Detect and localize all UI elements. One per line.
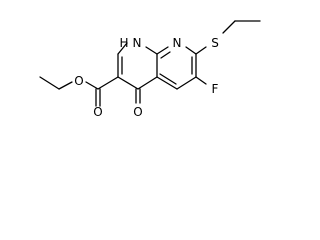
bond-c4-c4a — [137, 76, 158, 90]
left-ring-bonds — [117, 42, 158, 90]
bond-ch2-ch3 — [39, 76, 60, 90]
bond-c7-s — [195, 46, 207, 55]
bond-c8a-n8 — [156, 46, 169, 55]
atom-s: S — [211, 36, 219, 50]
bond-c3-cester — [97, 76, 119, 90]
atom-o-carbonyl: O — [93, 105, 102, 119]
right-ring-bonds — [156, 46, 197, 90]
bond-c6-c5 — [176, 76, 197, 90]
bond-n8-c7 — [185, 46, 197, 55]
atom-f: F — [212, 82, 219, 96]
bond-c5-c4a — [156, 76, 178, 90]
bond-oester-ch2 — [58, 81, 73, 90]
ethylthio-bonds — [195, 20, 261, 55]
bond-c8a-n1 — [145, 46, 158, 55]
chemical-structure: H N N S F O O O — [39, 20, 261, 119]
bond-c6-f — [195, 76, 207, 85]
bond-c2-n1 — [117, 42, 128, 55]
atom-o-ketone: O — [133, 105, 142, 119]
ketone-bonds — [135, 88, 141, 104]
bond-c5-c4a-inner — [159, 73, 177, 85]
atom-n8: N — [173, 36, 182, 50]
atom-n1: N — [133, 36, 142, 50]
bond-c3-c4 — [117, 76, 139, 90]
ester-bonds — [39, 76, 119, 107]
atom-o-ester: O — [74, 74, 83, 88]
bond-s-ch2 — [222, 20, 236, 34]
atom-nh-hydrogen: H — [119, 36, 128, 50]
bond-c8a-n8-inner — [160, 51, 171, 59]
bond-cester-oester — [85, 81, 99, 90]
atom-labels: H N N S F O O O — [74, 36, 219, 119]
